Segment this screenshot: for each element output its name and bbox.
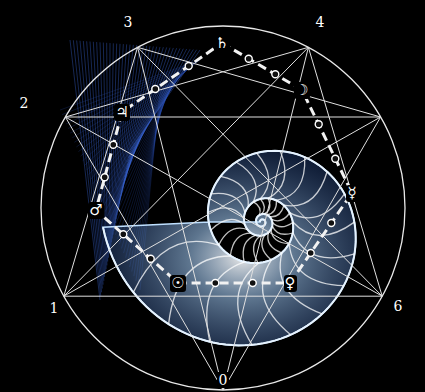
heptagon-dot — [152, 86, 159, 93]
shell-septum — [230, 233, 251, 256]
shell-septum — [169, 256, 231, 324]
shell-septum — [280, 253, 322, 314]
star-line — [65, 47, 308, 117]
shell-septum — [276, 157, 305, 200]
shell-septum — [269, 206, 284, 217]
heptagon-dot — [328, 220, 335, 227]
star-line — [138, 47, 223, 390]
star-line — [64, 117, 381, 296]
planet-symbol: ☿ — [346, 185, 357, 202]
shell-septum — [254, 202, 261, 215]
point-number: 6 — [392, 298, 405, 314]
star-line — [138, 47, 383, 296]
heptagon-dot — [272, 71, 279, 78]
heptagon-dot — [315, 121, 322, 128]
shell-septum — [219, 228, 248, 245]
shell-septum — [207, 262, 245, 342]
heptagon-dot — [249, 280, 256, 287]
shell-septum — [254, 236, 261, 263]
shell-septum — [289, 243, 344, 286]
heptagon-dot — [120, 231, 127, 238]
point-number: 2 — [18, 95, 31, 111]
planet-symbol: ♃ — [114, 104, 129, 121]
shell-septum — [133, 241, 219, 292]
shell-septum — [272, 222, 293, 227]
planet-symbol: ☽ — [294, 82, 309, 99]
heptagon-dot — [147, 255, 154, 262]
shell-septum — [261, 199, 265, 214]
mesh-line — [115, 45, 136, 223]
heptagon-dot — [212, 280, 219, 287]
mesh-line — [80, 41, 102, 289]
heptagon-dot — [101, 174, 108, 181]
planet-symbol: ☉ — [170, 275, 185, 292]
mesh-line — [126, 49, 183, 170]
dashed-heptagon — [96, 43, 352, 283]
shell-septum — [284, 172, 327, 206]
outer-circle — [41, 26, 405, 390]
heptagon-dot — [245, 55, 252, 62]
star-line — [64, 47, 309, 296]
heptagon-dot — [332, 155, 339, 162]
star-line — [308, 47, 382, 296]
star-line — [65, 117, 382, 296]
planet-symbol: ♄ — [214, 35, 229, 52]
point-number: 4 — [314, 14, 327, 30]
heptagon-dot — [110, 141, 117, 148]
shell-septum — [221, 176, 249, 206]
point-number: 1 — [48, 300, 61, 316]
shell-septum — [257, 153, 269, 199]
heptagon-dot — [185, 63, 192, 70]
star-line — [64, 296, 382, 297]
shell-septum — [208, 208, 244, 219]
heptagon-dot — [307, 250, 314, 257]
shell-septum — [262, 235, 271, 260]
star-line — [65, 117, 380, 118]
point-number: 3 — [122, 14, 135, 30]
star-line — [223, 47, 308, 390]
planet-heptagon — [96, 43, 352, 287]
shell-septum — [238, 263, 259, 345]
star-line — [138, 47, 381, 117]
star-line — [223, 117, 381, 390]
mesh-line — [73, 40, 100, 296]
planet-symbol: ♀ — [284, 275, 297, 292]
planet-symbol: ♂ — [88, 202, 103, 219]
point-number: 0 — [217, 372, 230, 388]
shell-septum — [236, 162, 256, 202]
